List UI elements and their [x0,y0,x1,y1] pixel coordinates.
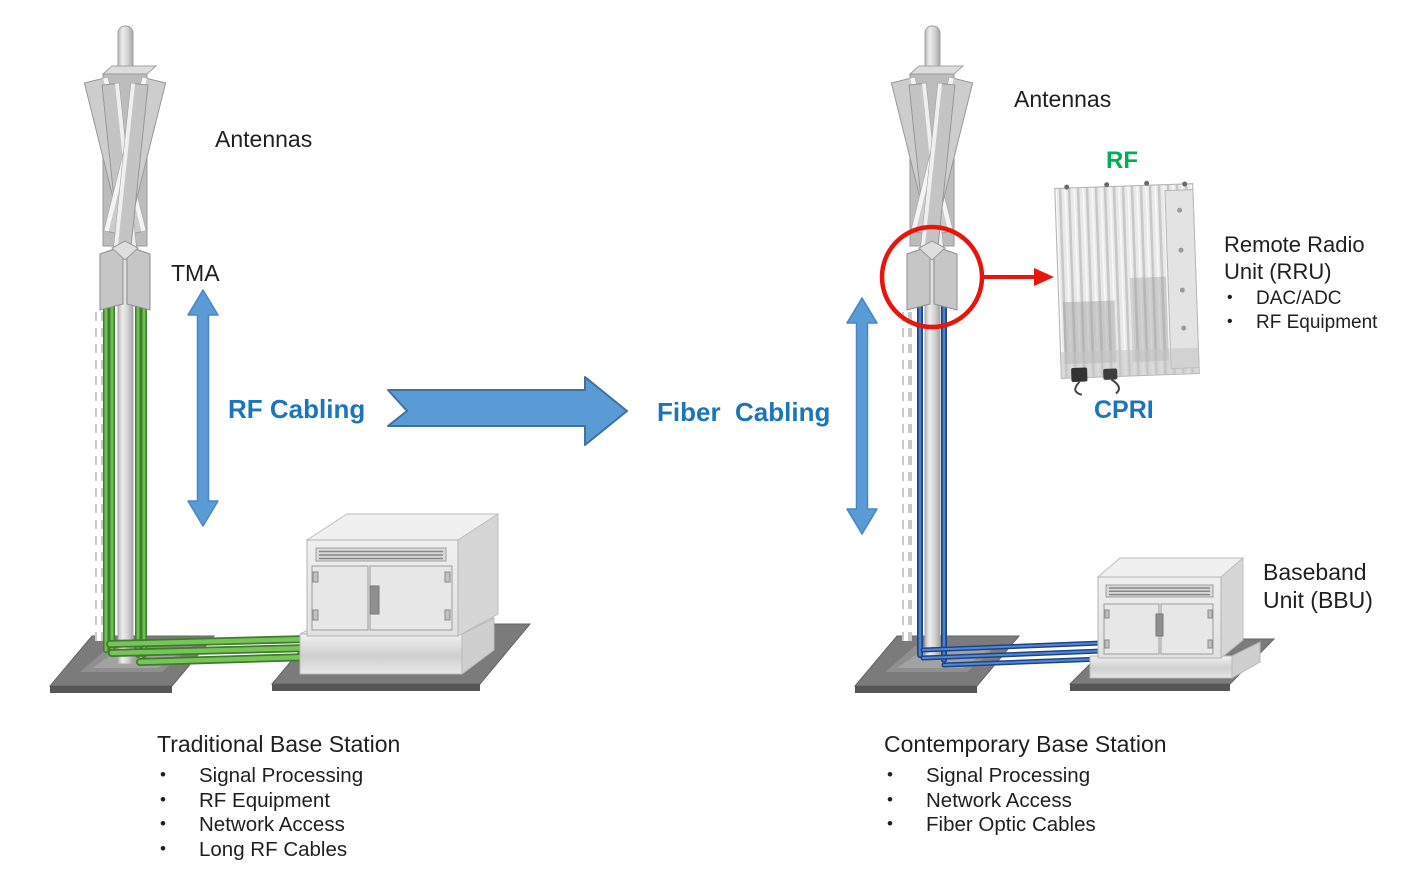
cabinet-door [1160,603,1214,655]
caption-bullet: Network Access [157,812,400,838]
rf-cabling-label: RF Cabling [228,394,366,424]
tma-highlight-circle [879,224,985,330]
red-callout-arrow [984,268,1054,286]
tma-label: TMA [171,260,220,286]
left-antennas-label: Antennas [215,126,313,152]
right-antennas-label: Antennas [1014,86,1112,112]
caption-bullet: Signal Processing [884,763,1167,789]
contemporary-caption-title: Contemporary Base Station [884,731,1167,757]
caption-bullet: Network Access [884,788,1167,814]
caption-bullet: Fiber Optic Cables [884,812,1167,838]
fiber-cabling-label: Fiber Cabling [657,397,831,427]
transition-arrow [387,376,628,446]
traditional-caption-title: Traditional Base Station [157,731,401,757]
rru-bullet-list: DAC/ADC RF Equipment [1224,286,1394,335]
fiber-cables-blue [917,297,1105,668]
cpri-label: CPRI [1094,396,1154,424]
rru-description: Remote Radio Unit (RRU) DAC/ADC RF Equip… [1224,231,1394,334]
rf-label: RF [1106,147,1138,174]
door-handle [369,585,380,615]
traditional-caption: Traditional Base Station Signal Processi… [157,731,400,862]
rru-connector [1071,367,1088,382]
rru-bullet: RF Equipment [1224,310,1394,335]
cabinet-door [311,565,369,631]
bbu-label: Baseband Unit (BBU) [1263,559,1373,613]
cabinet-door [369,565,453,631]
fiber-cabling-span-arrow [846,297,878,535]
rf-cables-green [103,293,314,666]
rru-bullet: DAC/ADC [1224,286,1394,311]
contemporary-caption-list: Signal Processing Network Access Fiber O… [884,763,1167,838]
rf-cabling-span-arrow [187,289,219,527]
traditional-caption-list: Signal Processing RF Equipment Network A… [157,763,400,863]
door-handle [1155,613,1164,637]
rru-connector [1103,368,1118,380]
contemporary-caption: Contemporary Base Station Signal Process… [884,731,1167,838]
caption-bullet: Long RF Cables [157,837,400,863]
caption-bullet: RF Equipment [157,788,400,814]
caption-bullet: Signal Processing [157,763,400,789]
rru-unit-image [1054,180,1200,396]
bbu-cabinet [1089,556,1261,679]
rru-title: Remote Radio Unit (RRU) [1224,232,1365,284]
cabinet-door [1103,603,1160,655]
traditional-cabinet [299,513,500,675]
